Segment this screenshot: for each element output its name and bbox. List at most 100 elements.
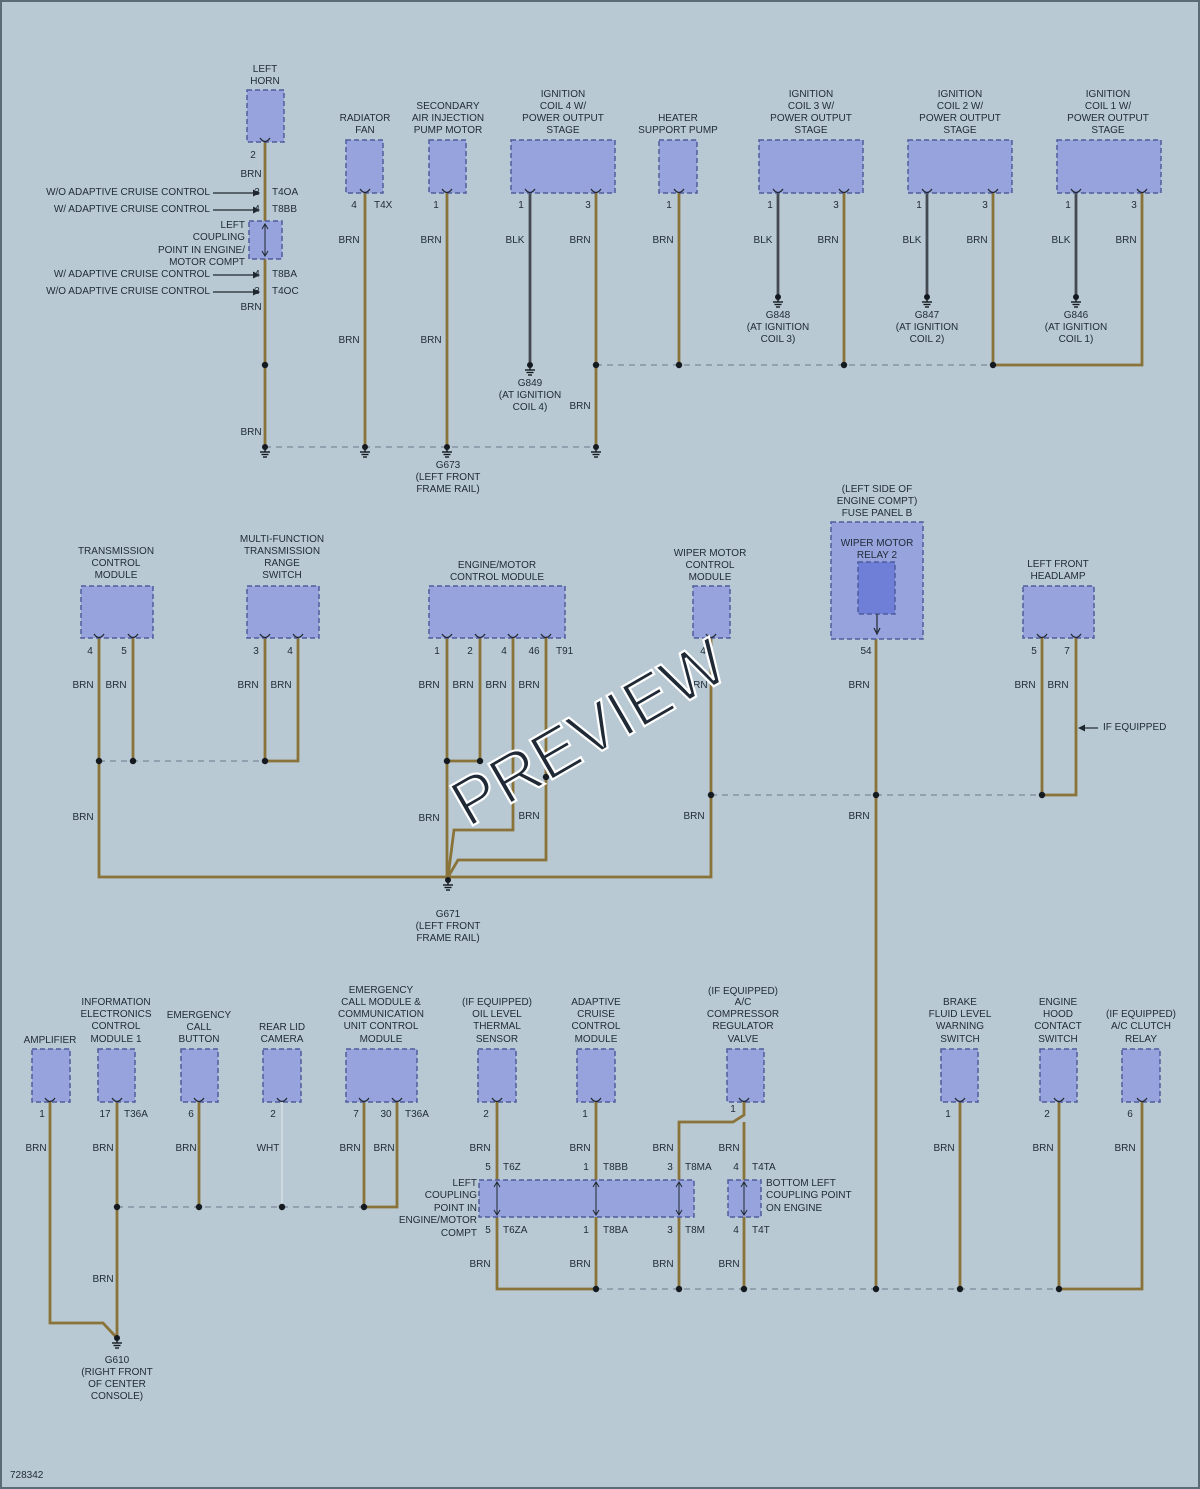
diagram-label: 1 bbox=[1065, 200, 1071, 211]
connector-pin bbox=[259, 137, 271, 143]
diagram-label: T4T bbox=[752, 1225, 770, 1236]
splice-dot bbox=[261, 757, 269, 765]
diagram-label: BRN bbox=[240, 169, 261, 180]
diagram-label: (AT IGNITION bbox=[896, 322, 958, 333]
connector-pin bbox=[954, 1097, 966, 1103]
diagram-label: LEFT bbox=[221, 220, 245, 231]
connector-pin bbox=[1036, 633, 1048, 639]
splice-dot bbox=[195, 1203, 203, 1211]
diagram-label: CALL MODULE & bbox=[341, 997, 421, 1008]
diagram-label: HORN bbox=[250, 76, 279, 87]
wiper-motor-relay-2 bbox=[857, 561, 896, 615]
connector-pin bbox=[441, 633, 453, 639]
diagram-label: COIL 3) bbox=[761, 334, 796, 345]
splice-dot bbox=[840, 361, 848, 369]
diagram-label: EMERGENCY bbox=[349, 985, 414, 996]
diagram-label: COMMUNICATION bbox=[338, 1009, 424, 1020]
diagram-label: BRN bbox=[339, 1143, 360, 1154]
diagram-label: T4OA bbox=[272, 187, 298, 198]
diagram-label: RELAY 2 bbox=[857, 550, 898, 561]
diagram-label: REGULATOR bbox=[712, 1021, 773, 1032]
diagram-label: BRN bbox=[569, 235, 590, 246]
diagram-label: T8BA bbox=[272, 269, 297, 280]
connector-pin bbox=[673, 188, 685, 194]
diagram-label: MOTOR COMPT bbox=[169, 257, 245, 268]
diagram-label: BRN bbox=[966, 235, 987, 246]
ground-dot bbox=[1073, 294, 1079, 300]
arrow-head-icon bbox=[253, 288, 260, 296]
diagram-label: W/O ADAPTIVE CRUISE CONTROL bbox=[46, 187, 210, 198]
diagram-label: COUPLING bbox=[425, 1190, 477, 1201]
diagram-label: 7 bbox=[353, 1109, 359, 1120]
diagram-label: A/C CLUTCH bbox=[1111, 1021, 1171, 1032]
diagram-label: RADIATOR bbox=[340, 113, 391, 124]
connector-pin bbox=[507, 633, 519, 639]
coupling-arrow-icon bbox=[592, 1209, 600, 1216]
diagram-label: G848 bbox=[766, 310, 791, 321]
diagram-label: BLK bbox=[506, 235, 525, 246]
diagram-label: T6ZA bbox=[503, 1225, 528, 1236]
coupling-arrow-icon bbox=[493, 1181, 501, 1188]
ac-compressor-regulator-valve bbox=[726, 1048, 765, 1103]
diagram-label: BRN bbox=[569, 1143, 590, 1154]
diagram-label: BRN bbox=[652, 235, 673, 246]
diagram-label: ON ENGINE bbox=[766, 1203, 822, 1214]
engine-motor-control-module bbox=[428, 585, 566, 639]
diagram-label: 2 bbox=[270, 1109, 276, 1120]
diagram-label: 1 bbox=[433, 200, 439, 211]
connector-pin bbox=[987, 188, 999, 194]
diagram-label: BRN bbox=[652, 1143, 673, 1154]
radiator-fan bbox=[345, 139, 384, 194]
diagram-label: POINT IN ENGINE/ bbox=[158, 245, 245, 256]
diagram-label: MODULE bbox=[689, 572, 732, 583]
coupling-arrow-icon bbox=[493, 1209, 501, 1216]
diagram-label: 2 bbox=[1044, 1109, 1050, 1120]
diagram-label: REAR LID bbox=[259, 1022, 305, 1033]
diagram-label: COMPT bbox=[441, 1228, 477, 1239]
connector-pin bbox=[921, 188, 933, 194]
connector-pin bbox=[590, 188, 602, 194]
diagram-label: BRN bbox=[237, 680, 258, 691]
connector-pin bbox=[524, 188, 536, 194]
diagram-label: MODULE bbox=[360, 1034, 403, 1045]
diagram-label: LEFT bbox=[453, 1178, 477, 1189]
wire bbox=[495, 1102, 596, 1291]
diagram-label: AIR INJECTION bbox=[412, 113, 484, 124]
diagram-label: BUTTON bbox=[179, 1034, 220, 1045]
diagram-label: T8BB bbox=[272, 204, 297, 215]
diagram-label: BRN bbox=[469, 1259, 490, 1270]
splice-dot bbox=[956, 1285, 964, 1293]
connector-pin bbox=[1136, 1097, 1148, 1103]
diagram-label: BLK bbox=[1052, 235, 1071, 246]
diagram-label: A/C bbox=[735, 997, 752, 1008]
diagram-label: BOTTOM LEFT bbox=[766, 1178, 836, 1189]
diagram-label: BRN bbox=[518, 680, 539, 691]
diagram-label: T8BA bbox=[603, 1225, 628, 1236]
connector-pin bbox=[1070, 188, 1082, 194]
diagram-label: 3 bbox=[667, 1225, 673, 1236]
diagram-label: BRN bbox=[452, 680, 473, 691]
diagram-label: ELECTRONICS bbox=[80, 1009, 151, 1020]
diagram-label: CONTROL bbox=[92, 558, 141, 569]
diagram-label: BRN bbox=[848, 811, 869, 822]
ground-dot bbox=[593, 444, 599, 450]
splice-dot bbox=[592, 1285, 600, 1293]
diagram-label: ENGINE COMPT) bbox=[837, 496, 918, 507]
diagram-label: BRN bbox=[420, 335, 441, 346]
diagram-label: FRAME RAIL) bbox=[416, 484, 479, 495]
diagram-label: COIL 1) bbox=[1059, 334, 1094, 345]
diagram-label: T4OC bbox=[272, 286, 299, 297]
connector-pin bbox=[391, 1097, 403, 1103]
diagram-label: IGNITION bbox=[938, 89, 982, 100]
diagram-label: T4TA bbox=[752, 1162, 776, 1173]
left-horn bbox=[246, 89, 285, 143]
diagram-label: BRN bbox=[270, 680, 291, 691]
ac-clutch-relay bbox=[1121, 1048, 1161, 1103]
diagram-label: T8MA bbox=[685, 1162, 712, 1173]
diagram-label: FLUID LEVEL bbox=[929, 1009, 992, 1020]
diagram-label: TRANSMISSION bbox=[78, 546, 154, 557]
diagram-label: T6Z bbox=[503, 1162, 521, 1173]
connector-pin bbox=[705, 633, 717, 639]
diagram-label: LEFT FRONT bbox=[1027, 559, 1088, 570]
